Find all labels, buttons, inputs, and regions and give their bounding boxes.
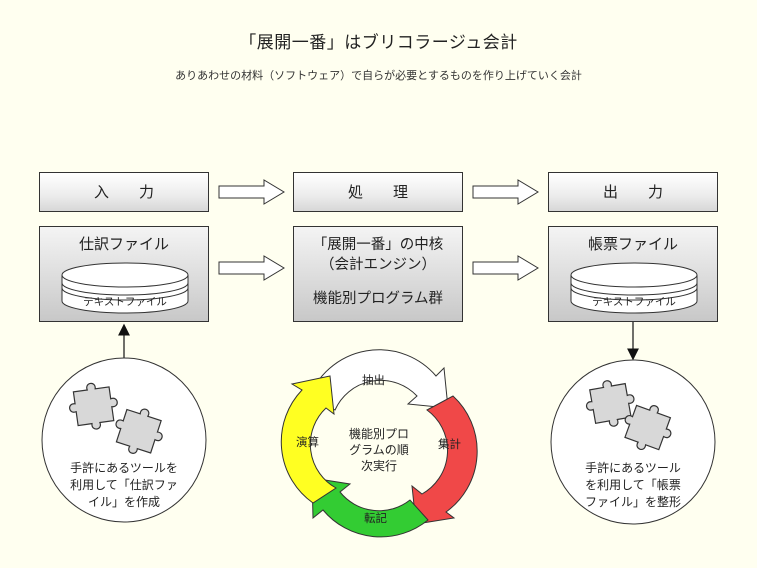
cycle-center-line-1: 機能別プロ — [348, 427, 409, 441]
flow-arrow-icon — [472, 179, 539, 205]
left-circle-line-3: イル」を作成 — [87, 495, 160, 509]
cycle-center-text: 機能別プロ グラムの順 次実行 — [330, 426, 428, 474]
right-circle-text: 手許にあるツール を利用して「帳票 ファイル」を整形 — [553, 460, 713, 511]
flow-arrow-icon — [218, 179, 285, 205]
process-line-3: 機能別プログラム群 — [312, 291, 444, 307]
cycle-arrow-bottom-icon — [311, 477, 429, 538]
right-circle-line-2: を利用して「帳票 — [585, 478, 681, 492]
cycle-center-line-3: 次実行 — [360, 459, 397, 473]
page-title: 「展開一番」はブリコラージュ会計 — [239, 33, 518, 53]
cycle-label-post: 転記 — [364, 511, 387, 525]
flow-arrow-icon — [218, 255, 285, 281]
process-panel: 「展開一番」の中核 （会計エンジン） 機能別プログラム群 — [293, 226, 463, 322]
input-cylinder-label: テキストファイル — [83, 296, 167, 308]
output-panel-title: 帳票ファイル — [587, 235, 678, 253]
cycle-arrow-left-icon — [280, 375, 337, 504]
left-circle-text: 手許にあるツールを 利用して「仕訳ファ イル」を作成 — [44, 460, 204, 511]
output-cylinder-label: テキストファイル — [592, 296, 676, 308]
cycle-label-extract: 抽出 — [362, 373, 385, 387]
process-line-2: （会計エンジン） — [320, 257, 436, 273]
cycle-arrow-top-icon — [308, 349, 449, 411]
process-line-1: 「展開一番」の中核 — [312, 237, 444, 253]
cycle-label-aggregate: 集計 — [438, 437, 461, 451]
cycle-label-calculate: 演算 — [296, 435, 319, 449]
input-header: 入 力 — [39, 172, 209, 212]
puzzle-piece-icon — [115, 408, 163, 454]
output-panel: 帳票ファイル テキストファイル — [548, 226, 718, 322]
right-circle-line-1: 手許にあるツール — [585, 461, 681, 475]
page-subtitle: ありあわせの材料（ソフトウェア）で自らが必要とするものを作り上げていく会計 — [175, 69, 582, 82]
output-header: 出 力 — [548, 172, 718, 212]
database-cylinder-icon — [61, 262, 189, 314]
left-circle-line-2: 利用して「仕訳ファ — [70, 478, 178, 492]
process-header: 処 理 — [293, 172, 463, 212]
right-circle-line-3: ファイル」を整形 — [584, 495, 681, 509]
cycle-arrow-right-icon — [411, 395, 478, 525]
cycle-center-line-2: グラムの順 — [349, 443, 409, 457]
puzzle-piece-icon — [624, 404, 672, 451]
puzzle-piece-icon — [69, 382, 118, 430]
process-cycle — [280, 349, 478, 538]
database-cylinder-icon — [570, 262, 698, 314]
input-panel-title: 仕訳ファイル — [78, 235, 169, 253]
input-panel: 仕訳ファイル テキストファイル — [39, 226, 209, 322]
flow-arrow-icon — [472, 255, 539, 281]
left-circle-line-1: 手許にあるツールを — [70, 461, 178, 475]
